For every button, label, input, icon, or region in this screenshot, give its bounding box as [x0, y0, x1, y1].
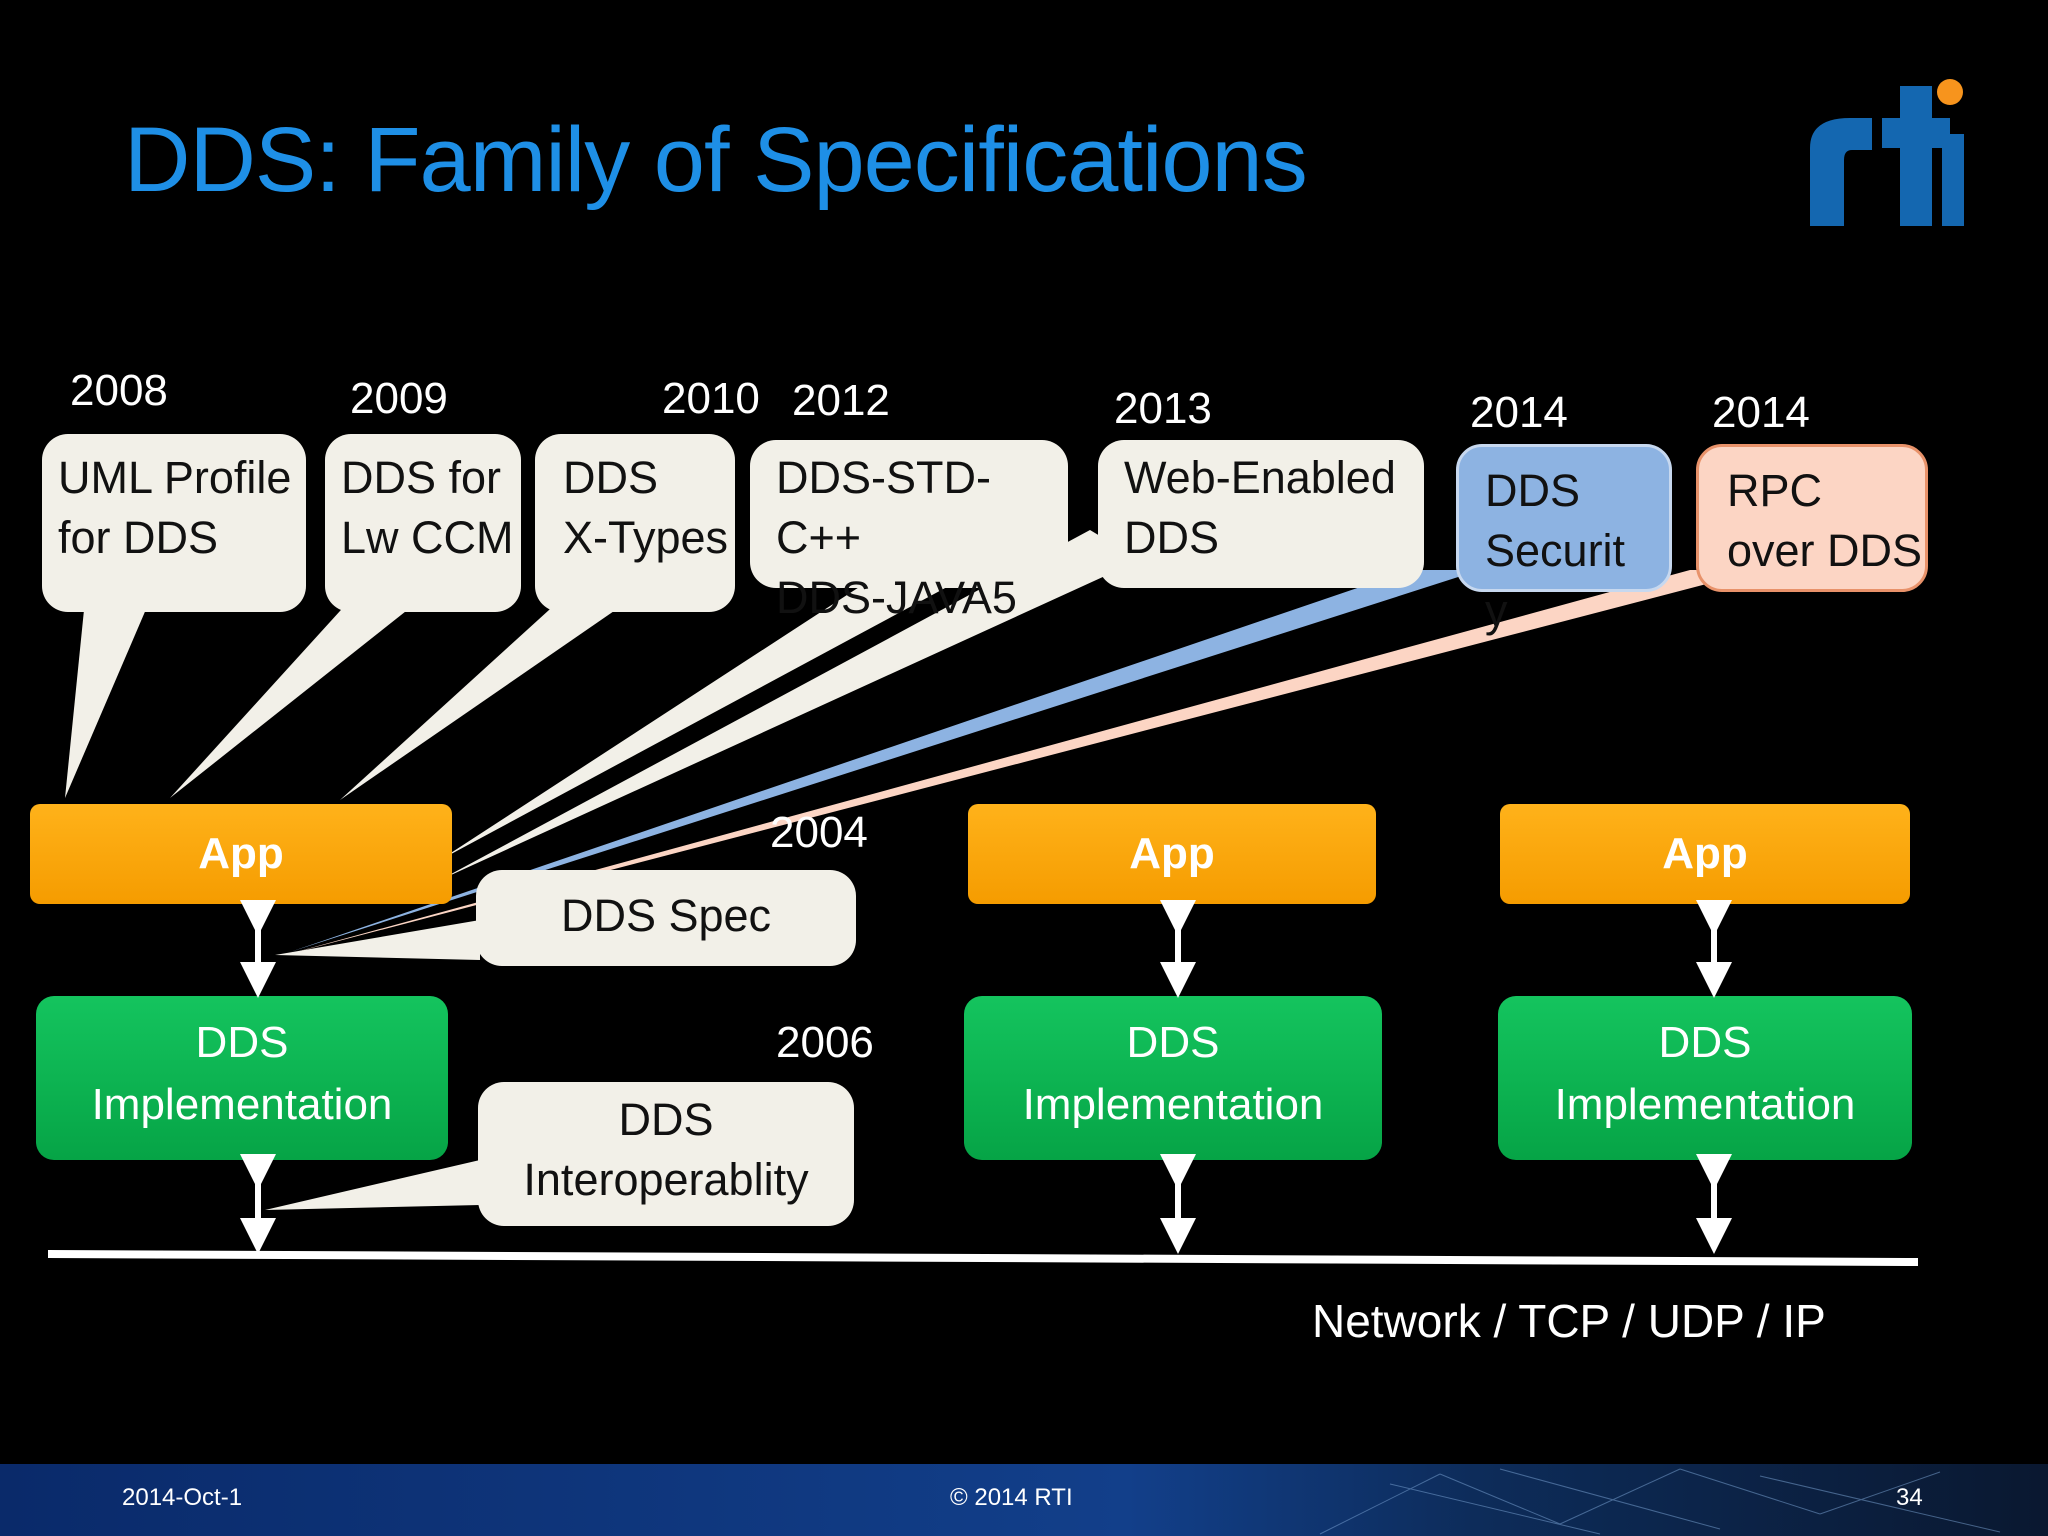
- year-label: 2014: [1470, 388, 1568, 437]
- year-label: 2012: [792, 376, 890, 425]
- year-label: 2009: [350, 374, 448, 423]
- rti-logo: rti: [1810, 79, 1964, 226]
- dds-implementation-box: DDS Implementation: [36, 996, 448, 1160]
- tail-stdcpp: [440, 580, 960, 860]
- callout-box: DDS Securit y: [1456, 444, 1672, 636]
- callout-box: UML Profile for DDS: [42, 434, 306, 612]
- callout-box: DDS-STD-C++ DDS-JAVA5: [750, 440, 1068, 623]
- footer-copyright: © 2014 RTI: [950, 1484, 1073, 1511]
- app-box: App: [968, 804, 1376, 904]
- tail-lwccm: [170, 600, 420, 798]
- tail-xtypes: [340, 600, 630, 800]
- year-label-interop: 2006: [776, 1018, 874, 1067]
- app-box: App: [30, 804, 452, 904]
- dds-interoperability-callout: DDS Interoperablity: [478, 1082, 854, 1226]
- dds-implementation-box: DDS Implementation: [964, 996, 1382, 1160]
- year-label: 2014: [1712, 388, 1810, 437]
- network-texture: [1319, 1468, 2001, 1535]
- slide-title: DDS: Family of Specifications: [124, 109, 1308, 211]
- dds-spec-callout: DDS Spec: [476, 870, 856, 966]
- tail-rpc: [285, 570, 1760, 955]
- year-label: 2010: [662, 374, 760, 423]
- callout-box: DDS for Lw CCM: [325, 434, 521, 612]
- network-line: [48, 1250, 1918, 1266]
- callout-box: DDS X-Types: [535, 434, 735, 612]
- tail-uml: [65, 600, 150, 798]
- year-label: 2008: [70, 366, 168, 415]
- tail-interop: [265, 1160, 480, 1210]
- year-label: 2013: [1114, 384, 1212, 433]
- callout-box: Web-Enabled DDS: [1098, 440, 1424, 588]
- tail-security: [290, 570, 1480, 952]
- app-box: App: [1500, 804, 1910, 904]
- year-label-spec: 2004: [770, 808, 868, 857]
- network-label: Network / TCP / UDP / IP: [1312, 1295, 1826, 1347]
- footer-date: 2014-Oct-1: [122, 1484, 243, 1511]
- tail-spec: [275, 920, 480, 960]
- tail-web: [440, 530, 1140, 880]
- page-number: 34: [1896, 1484, 1923, 1511]
- callout-box: RPC over DDS: [1696, 444, 1928, 592]
- dds-implementation-box: DDS Implementation: [1498, 996, 1912, 1160]
- footer-bar: 2014-Oct-1 © 2014 RTI 34: [0, 1464, 2048, 1536]
